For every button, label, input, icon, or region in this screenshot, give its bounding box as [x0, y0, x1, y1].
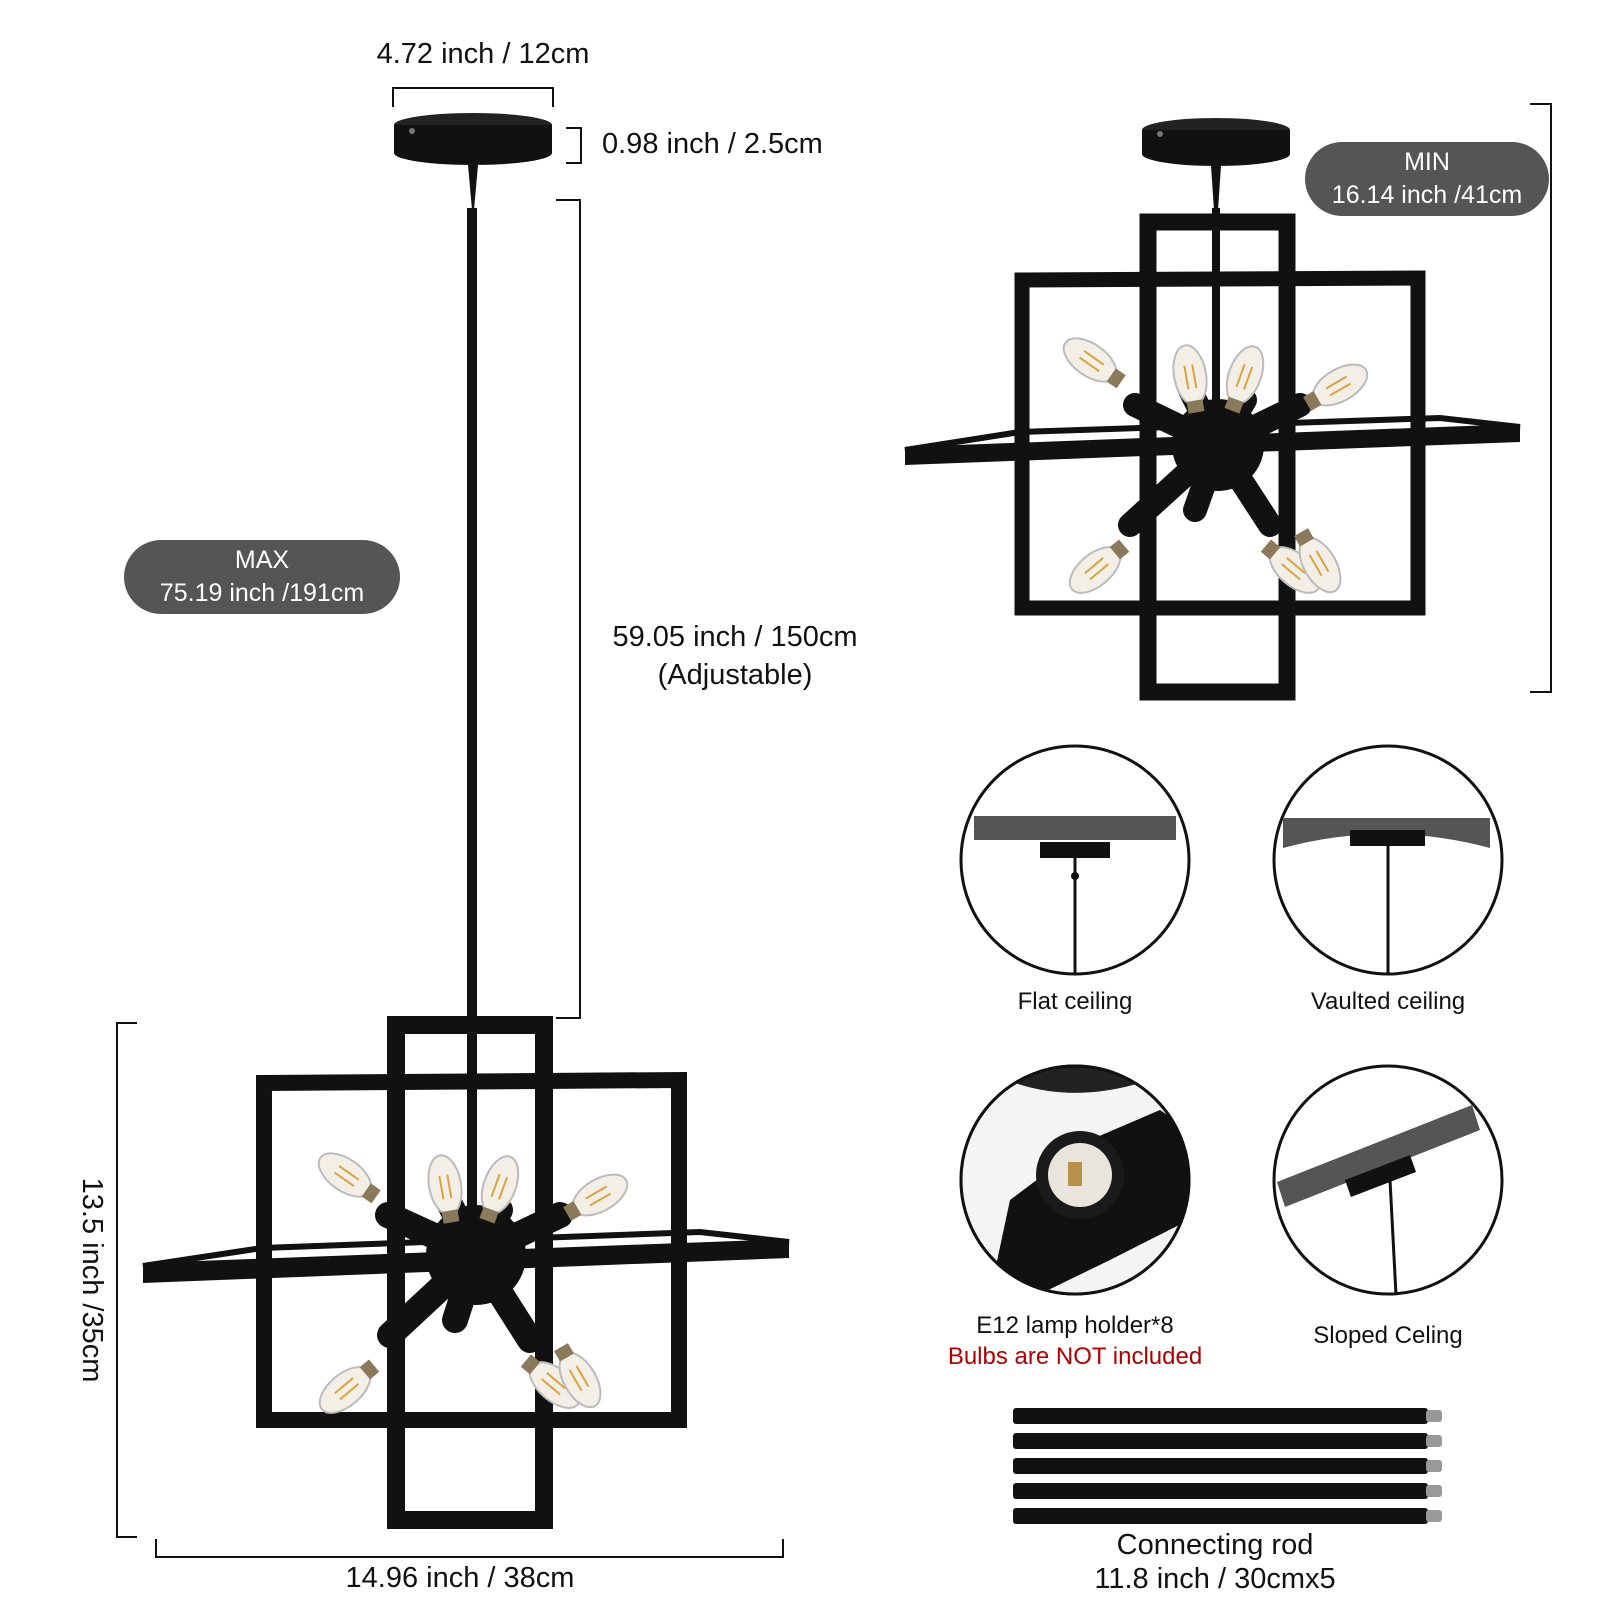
flat-ceiling-caption: Flat ceiling — [1017, 988, 1133, 1015]
rod-length-value: 59.05 inch / 150cm — [612, 621, 858, 653]
lamp-holder-photo — [959, 1064, 1191, 1296]
canopy-height-label: 0.98 inch / 2.5cm — [602, 128, 823, 160]
sloped-ceiling-caption: Sloped Celing — [1313, 1322, 1463, 1349]
min-length-badge: MIN 16.14 inch /41cm — [1305, 142, 1549, 216]
max-label: MAX — [234, 546, 290, 574]
height-bracket — [116, 1022, 137, 1538]
connecting-rod-title: Connecting rod — [1116, 1529, 1314, 1561]
canopy-width-bracket — [392, 87, 554, 107]
pendant-full-length — [116, 87, 790, 1558]
canopy-width-label: 4.72 inch / 12cm — [376, 38, 590, 70]
rod-length-note: (Adjustable) — [657, 659, 813, 691]
width-label: 14.96 inch / 38cm — [345, 1562, 575, 1594]
height-label: 13.5 inch /35cm — [76, 1177, 108, 1383]
vaulted-ceiling-illustration — [1272, 744, 1504, 976]
rod-length-bracket — [556, 199, 581, 1019]
connecting-rod-caption: Connecting rod 11.8 inch / 30cmx5 — [1060, 1528, 1370, 1596]
lamp-holder-caption: E12 lamp holder*8 Bulbs are NOT included — [930, 1310, 1220, 1372]
canopy-height-bracket — [566, 127, 582, 164]
min-value: 16.14 inch /41cm — [1331, 181, 1523, 209]
rod — [467, 208, 477, 1238]
sloped-ceiling-illustration — [1272, 1064, 1504, 1296]
lamp-holder-count: E12 lamp holder*8 — [976, 1312, 1174, 1339]
frame-back — [256, 1071, 687, 1428]
width-bracket — [155, 1539, 784, 1558]
pendant-min-length — [904, 103, 1552, 701]
bulbs-warning: Bulbs are NOT included — [947, 1343, 1203, 1370]
max-value: 75.19 inch /191cm — [159, 579, 365, 607]
min-bracket — [1530, 103, 1552, 693]
rod-length-label: 59.05 inch / 150cm (Adjustable) — [590, 618, 880, 694]
connecting-rods — [1013, 1408, 1442, 1524]
min-label: MIN — [1404, 148, 1450, 176]
connecting-rod-spec: 11.8 inch / 30cmx5 — [1094, 1563, 1336, 1595]
vaulted-ceiling-caption: Vaulted ceiling — [1310, 988, 1466, 1015]
flat-ceiling-illustration — [959, 744, 1191, 976]
max-length-badge: MAX 75.19 inch /191cm — [124, 540, 400, 614]
